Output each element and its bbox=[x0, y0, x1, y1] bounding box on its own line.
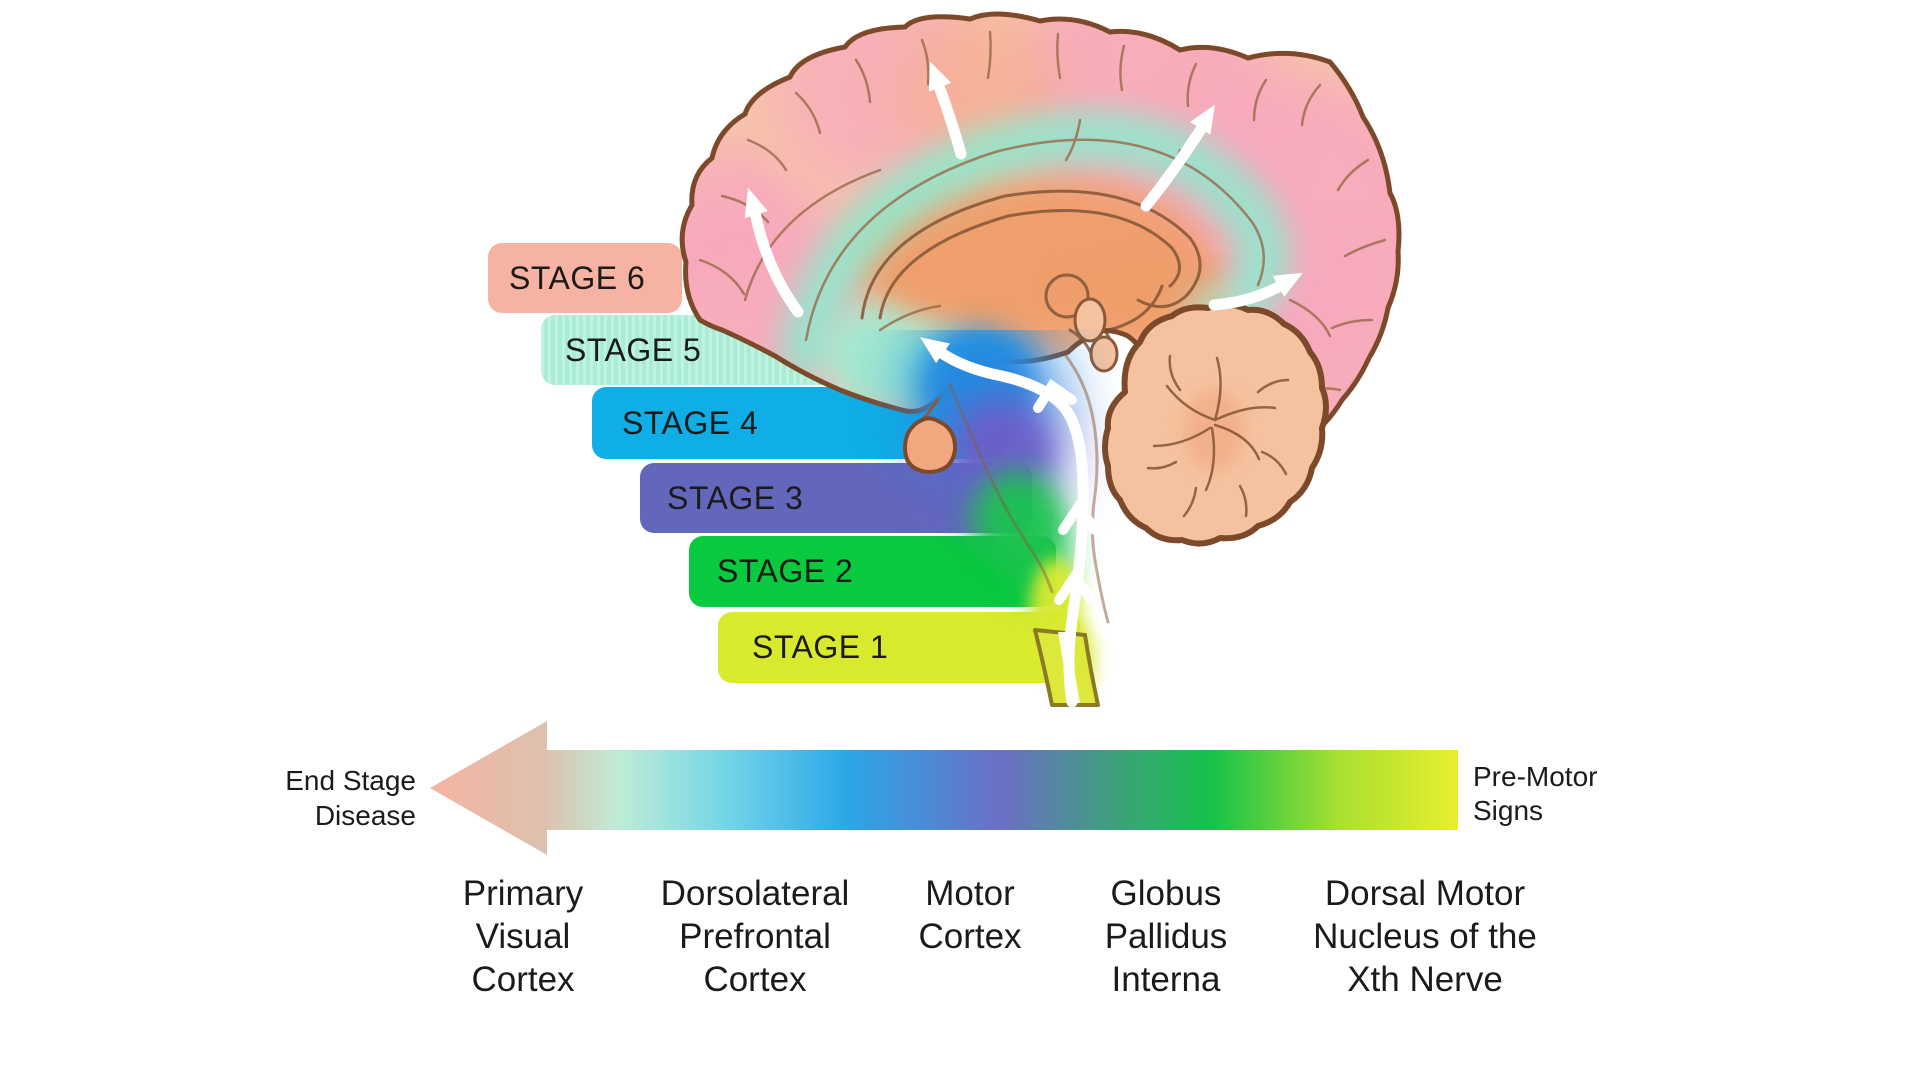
pre-motor-signs-label: Pre-Motor Signs bbox=[1473, 760, 1693, 828]
stage-5-label: STAGE 5 bbox=[565, 332, 702, 368]
end-stage-line-2: Disease bbox=[314, 800, 416, 831]
pre-motor-line-1: Pre-Motor bbox=[1473, 761, 1598, 792]
region-primary-visual-cortex: Primary Visual Cortex bbox=[462, 874, 584, 999]
region-motor-cortex: Motor Cortex bbox=[918, 874, 1022, 956]
stage-3-label: STAGE 3 bbox=[667, 480, 804, 516]
region-dorsal-motor-nucleus: Dorsal Motor Nucleus of the Xth Nerve bbox=[1313, 874, 1537, 999]
stage-6-label: STAGE 6 bbox=[509, 260, 646, 296]
stage-6-bar: STAGE 6 bbox=[488, 243, 682, 313]
region-dorsolateral-prefrontal-cortex: Dorsolateral Prefrontal Cortex bbox=[660, 874, 850, 999]
end-stage-disease-label: End Stage Disease bbox=[230, 763, 416, 833]
region-globus-pallidus-interna: Globus Pallidus Interna bbox=[1104, 874, 1228, 999]
pre-motor-line-2: Signs bbox=[1473, 795, 1544, 826]
end-stage-line-1: End Stage bbox=[285, 765, 416, 796]
stage-2-label: STAGE 2 bbox=[717, 553, 854, 589]
stage-1-label: STAGE 1 bbox=[752, 629, 889, 665]
